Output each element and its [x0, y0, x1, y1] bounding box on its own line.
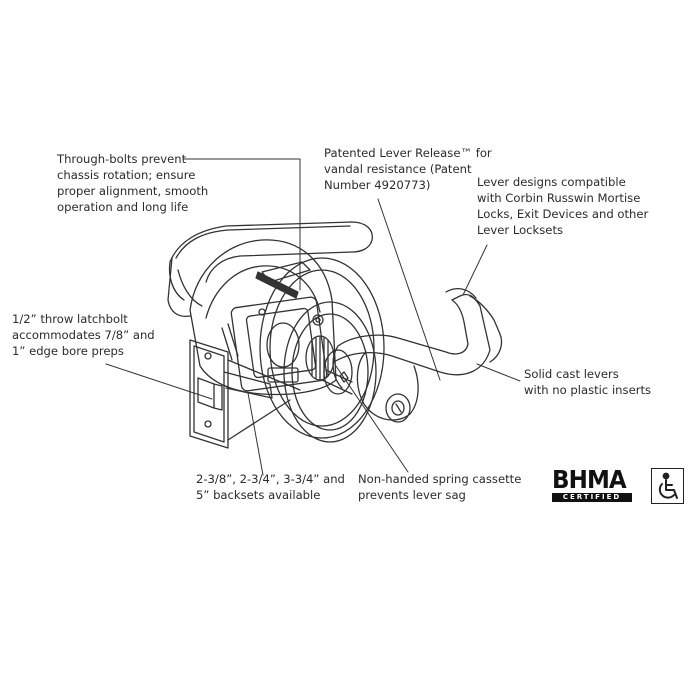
callout-line: operation and long life [57, 200, 189, 214]
wheelchair-accessibility-icon [658, 472, 678, 499]
callout-through-bolts: Through-bolts prevent chassis rotation; … [57, 151, 208, 215]
rear-lever [167, 221, 373, 318]
bhma-certified-bar: CERTIFIED [552, 493, 632, 502]
callout-latchbolt: 1/2” throw latchbolt accommodates 7/8” a… [12, 311, 155, 359]
callout-line: with Corbin Russwin Mortise [477, 191, 641, 205]
callout-line: proper alignment, smooth [57, 184, 209, 198]
callout-line: Lever Locksets [477, 223, 564, 237]
leader-spring-cassette [335, 365, 409, 473]
callout-line: Through-bolts prevent [57, 152, 187, 166]
callout-spring-cassette: Non-handed spring cassette prevents leve… [358, 471, 521, 503]
callout-line: 5” backsets available [196, 488, 321, 502]
callout-lever-release: Patented Lever Release™ for vandal resis… [324, 145, 492, 193]
leader-backsets [247, 392, 264, 476]
leader-solid-cast [476, 363, 521, 382]
callout-backsets: 2-3/8”, 2-3/4”, 3-3/4” and 5” backsets a… [196, 471, 345, 503]
callout-line: Locks, Exit Devices and other [477, 207, 649, 221]
leader-lever-designs [462, 244, 488, 296]
callout-line: 2-3/8”, 2-3/4”, 3-3/4” and [196, 472, 345, 486]
ada-badge [651, 468, 684, 504]
callout-line: prevents lever sag [358, 488, 466, 502]
callout-line: with no plastic inserts [524, 383, 652, 397]
callout-solid-cast: Solid cast levers with no plastic insert… [524, 366, 651, 398]
through-bolt [255, 271, 299, 299]
callout-line: Patented Lever Release™ for [324, 146, 492, 160]
callout-line: Solid cast levers [524, 367, 619, 381]
front-rose [283, 301, 377, 443]
leader-lever-release [377, 198, 441, 381]
callout-line: vandal resistance (Patent [324, 162, 472, 176]
latch-assembly [189, 339, 301, 449]
callout-line: 1/2” throw latchbolt [12, 312, 128, 326]
callout-line: Lever designs compatible [477, 175, 626, 189]
bhma-logo-text: BHMA [552, 465, 627, 494]
callout-line: 1” edge bore preps [12, 344, 124, 358]
callout-line: chassis rotation; ensure [57, 168, 196, 182]
leader-lines [105, 158, 521, 476]
leader-through-bolts [182, 158, 301, 291]
leader-latchbolt [105, 363, 213, 400]
spring-cassette [305, 335, 335, 381]
rear-spindle [321, 369, 353, 395]
callout-line: Non-handed spring cassette [358, 472, 522, 486]
callout-line: accommodates 7/8” and [12, 328, 155, 342]
bhma-certified-badge: BHMA CERTIFIED [552, 465, 632, 502]
front-lever [332, 287, 503, 423]
callout-lever-designs: Lever designs compatible with Corbin Rus… [477, 174, 648, 238]
callout-line: Number 4920773) [324, 178, 431, 192]
